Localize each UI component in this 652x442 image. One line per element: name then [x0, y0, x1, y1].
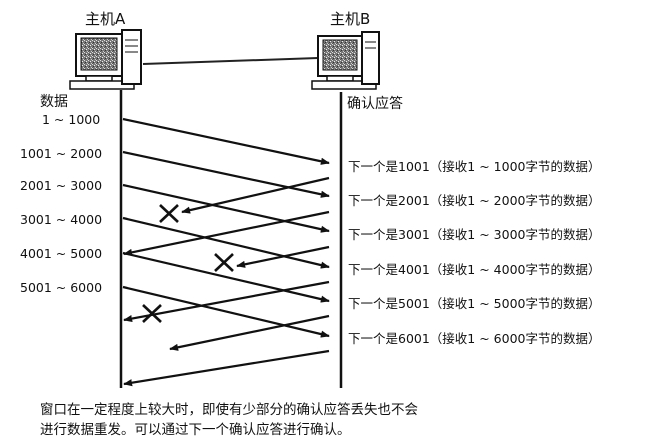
lost-marker-icon	[159, 204, 179, 223]
caption-line-2: 进行数据重发。可以通过下一个确认应答进行确认。	[40, 421, 351, 438]
ack-arrow-lost-5	[169, 314, 330, 351]
ack-column-heading: 确认应答	[347, 95, 403, 112]
data-label-5: 4001 ~ 5000	[20, 246, 102, 261]
lost-marker-icon	[142, 304, 162, 323]
data-label-6: 5001 ~ 6000	[20, 280, 102, 295]
data-label-3: 2001 ~ 3000	[20, 178, 102, 193]
host-a-label: 主机A	[85, 10, 126, 28]
data-arrow-5	[122, 251, 330, 303]
caption-line-1: 窗口在一定程度上较大时，即使有少部分的确认应答丢失也不会	[40, 401, 418, 418]
ack-label-2: 下一个是2001（接收1 ~ 2000字节的数据）	[348, 193, 601, 208]
ack-arrow-lost-3	[236, 245, 330, 268]
network-link	[142, 57, 319, 65]
data-arrows	[122, 117, 330, 338]
lost-marker-icon	[214, 253, 234, 272]
ack-label-6: 下一个是6001（接收1 ~ 6000字节的数据）	[348, 331, 601, 346]
ack-label-1: 下一个是1001（接收1 ~ 1000字节的数据）	[348, 159, 601, 174]
data-arrow-1	[122, 117, 330, 165]
ack-arrow-lost-1	[181, 176, 330, 214]
data-arrow-4	[122, 216, 330, 269]
host-b-label: 主机B	[330, 10, 370, 28]
data-column-heading: 数据	[40, 94, 68, 110]
computer-icon	[311, 31, 380, 90]
ack-arrow-4	[123, 280, 330, 323]
data-arrow-2	[122, 150, 330, 198]
data-arrow-6	[122, 285, 330, 338]
ack-label-3: 下一个是3001（接收1 ~ 3000字节的数据）	[348, 227, 601, 242]
data-label-2: 1001 ~ 2000	[20, 146, 102, 161]
data-label-4: 3001 ~ 4000	[20, 212, 102, 227]
computer-icon	[69, 29, 142, 90]
ack-label-5: 下一个是5001（接收1 ~ 5000字节的数据）	[348, 296, 601, 311]
ack-arrow-6	[123, 349, 330, 387]
data-arrow-3	[122, 183, 330, 233]
ack-label-4: 下一个是4001（接收1 ~ 4000字节的数据）	[348, 262, 601, 277]
data-label-1: 1 ~ 1000	[42, 112, 100, 127]
ack-arrows	[123, 176, 330, 387]
ack-arrow-2	[123, 210, 330, 256]
